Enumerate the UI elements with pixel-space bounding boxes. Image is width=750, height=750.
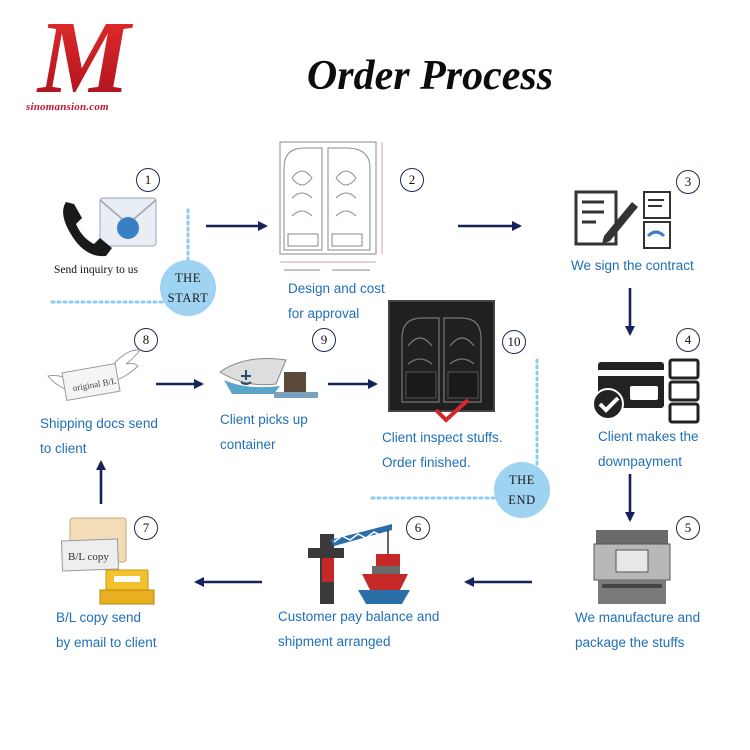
step-5-label-line-1: We manufacture and xyxy=(575,610,701,625)
packing-machine-icon xyxy=(593,530,671,604)
start-badge: THE START xyxy=(160,260,216,316)
step-1-label: Send inquiry to us xyxy=(54,264,139,276)
step-9-label-line-1: Client picks up xyxy=(220,412,308,427)
end-badge-line-1: THE xyxy=(508,473,536,487)
step-6-number: 6 xyxy=(406,516,430,540)
payment-cards-icon xyxy=(592,358,700,424)
check-mark-icon xyxy=(434,398,470,423)
step-4-label-line-2: downpayment xyxy=(598,454,683,469)
port-crane-ship-icon xyxy=(308,524,410,604)
bl-copy-doc-text: B/L copy xyxy=(68,551,109,563)
logo-letter: M xyxy=(36,0,134,115)
phone-envelope-icon xyxy=(63,197,157,257)
logo-m-icon: M xyxy=(36,0,134,115)
contract-icon xyxy=(574,190,671,249)
step-6-label-line-2: shipment arranged xyxy=(278,634,391,649)
step-4-number: 4 xyxy=(676,328,700,352)
step-9-label-line-2: container xyxy=(220,437,276,452)
step-2-number: 2 xyxy=(400,168,424,192)
step-9-number: 9 xyxy=(312,328,336,352)
end-badge: THE END xyxy=(494,462,550,518)
step-10-number: 10 xyxy=(502,330,526,354)
step-8-label-line-1: Shipping docs send xyxy=(40,416,158,431)
step-5-number: 5 xyxy=(676,516,700,540)
start-badge-line-1: THE xyxy=(174,271,202,285)
start-badge-line-2: START xyxy=(167,291,209,305)
step-8-number: 8 xyxy=(134,328,158,352)
end-badge-line-2: END xyxy=(508,493,536,507)
bl-copy-icon: B/L copy xyxy=(60,517,155,605)
step-2-label-line-1: Design and cost xyxy=(288,281,385,296)
ship-container-icon xyxy=(219,358,318,398)
step-4-label-line-1: Client makes the xyxy=(598,429,699,444)
step-6-label-line-1: Customer pay balance and xyxy=(278,609,440,624)
step-10-label-line-2: Order finished. xyxy=(382,455,471,470)
logo-site: sinomansion.com xyxy=(26,101,109,113)
step-2-label-line-2: for approval xyxy=(288,306,360,321)
step-1-number: 1 xyxy=(136,168,160,192)
door-drawing-icon xyxy=(279,141,383,271)
door-photo-icon xyxy=(388,300,495,412)
step-5-label-line-2: package the stuffs xyxy=(575,635,685,650)
step-8-label-line-2: to client xyxy=(40,441,87,456)
step-7-label-line-2: by email to client xyxy=(56,635,157,650)
winged-document-icon: original B/L xyxy=(47,349,141,402)
step-7-label-line-1: B/L copy send xyxy=(56,610,142,625)
page-title: Order Process xyxy=(306,53,554,99)
step-10-label-line-1: Client inspect stuffs. xyxy=(382,430,503,445)
step-3-label: We sign the contract xyxy=(571,258,694,273)
step-3-number: 3 xyxy=(676,170,700,194)
step-7-number: 7 xyxy=(134,516,158,540)
